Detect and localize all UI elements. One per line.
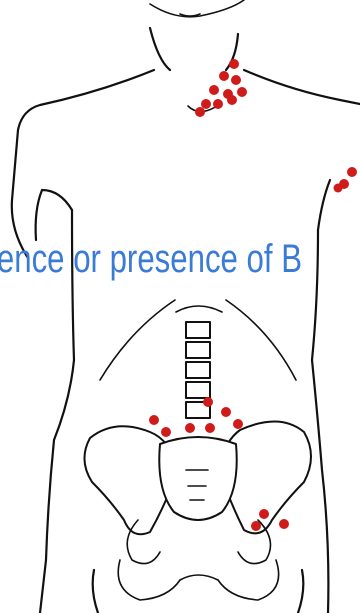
lesion-dot	[161, 427, 171, 437]
left-arm-inner	[36, 190, 72, 240]
vertebra	[186, 382, 210, 398]
lesion-dot	[149, 415, 159, 425]
left-rib-line	[100, 300, 175, 380]
left-pubis	[118, 560, 180, 600]
left-femur	[93, 570, 98, 613]
sacrum	[159, 437, 236, 520]
lesion-dot	[195, 107, 205, 117]
lesion-dot	[227, 95, 237, 105]
lesion-dot	[334, 184, 343, 193]
right-pubis	[218, 560, 279, 600]
lesion-dot	[201, 99, 211, 109]
lesion-dot	[347, 167, 357, 177]
lesion-dot	[237, 87, 247, 97]
lesion-dot	[219, 71, 229, 81]
pelvis	[84, 421, 311, 600]
lesion-dot	[205, 423, 215, 433]
right-torso-edge	[312, 230, 328, 613]
vertebra	[186, 322, 210, 338]
spine-top	[176, 306, 222, 312]
mouth-mark	[180, 14, 200, 16]
right-arm-inner	[318, 180, 330, 230]
lesion-dot	[259, 509, 269, 519]
pubic-arch	[180, 575, 218, 580]
vertebra	[186, 342, 210, 358]
lesion-dot	[221, 407, 231, 417]
neck-left-edge	[150, 28, 170, 70]
left-shoulder-outline	[12, 70, 154, 258]
vertebra	[186, 362, 210, 378]
right-shoulder-outline	[244, 70, 360, 104]
lesion-dot	[185, 423, 195, 433]
lesion-cluster-shoulder	[334, 167, 358, 193]
diagram-caption: ence or presence of B	[0, 236, 302, 281]
right-femur	[298, 570, 303, 613]
lesion-dot	[251, 521, 261, 531]
lesion-cluster-neck	[195, 59, 247, 117]
lesion-dot	[231, 75, 241, 85]
right-rib-line	[226, 300, 296, 380]
lesion-dot	[203, 397, 213, 407]
lesion-dot	[233, 419, 243, 429]
lesion-dot	[209, 85, 219, 95]
spine	[176, 306, 222, 418]
lesion-dot	[213, 99, 223, 109]
lesion-dot	[279, 519, 289, 529]
lesion-dot	[229, 59, 239, 69]
